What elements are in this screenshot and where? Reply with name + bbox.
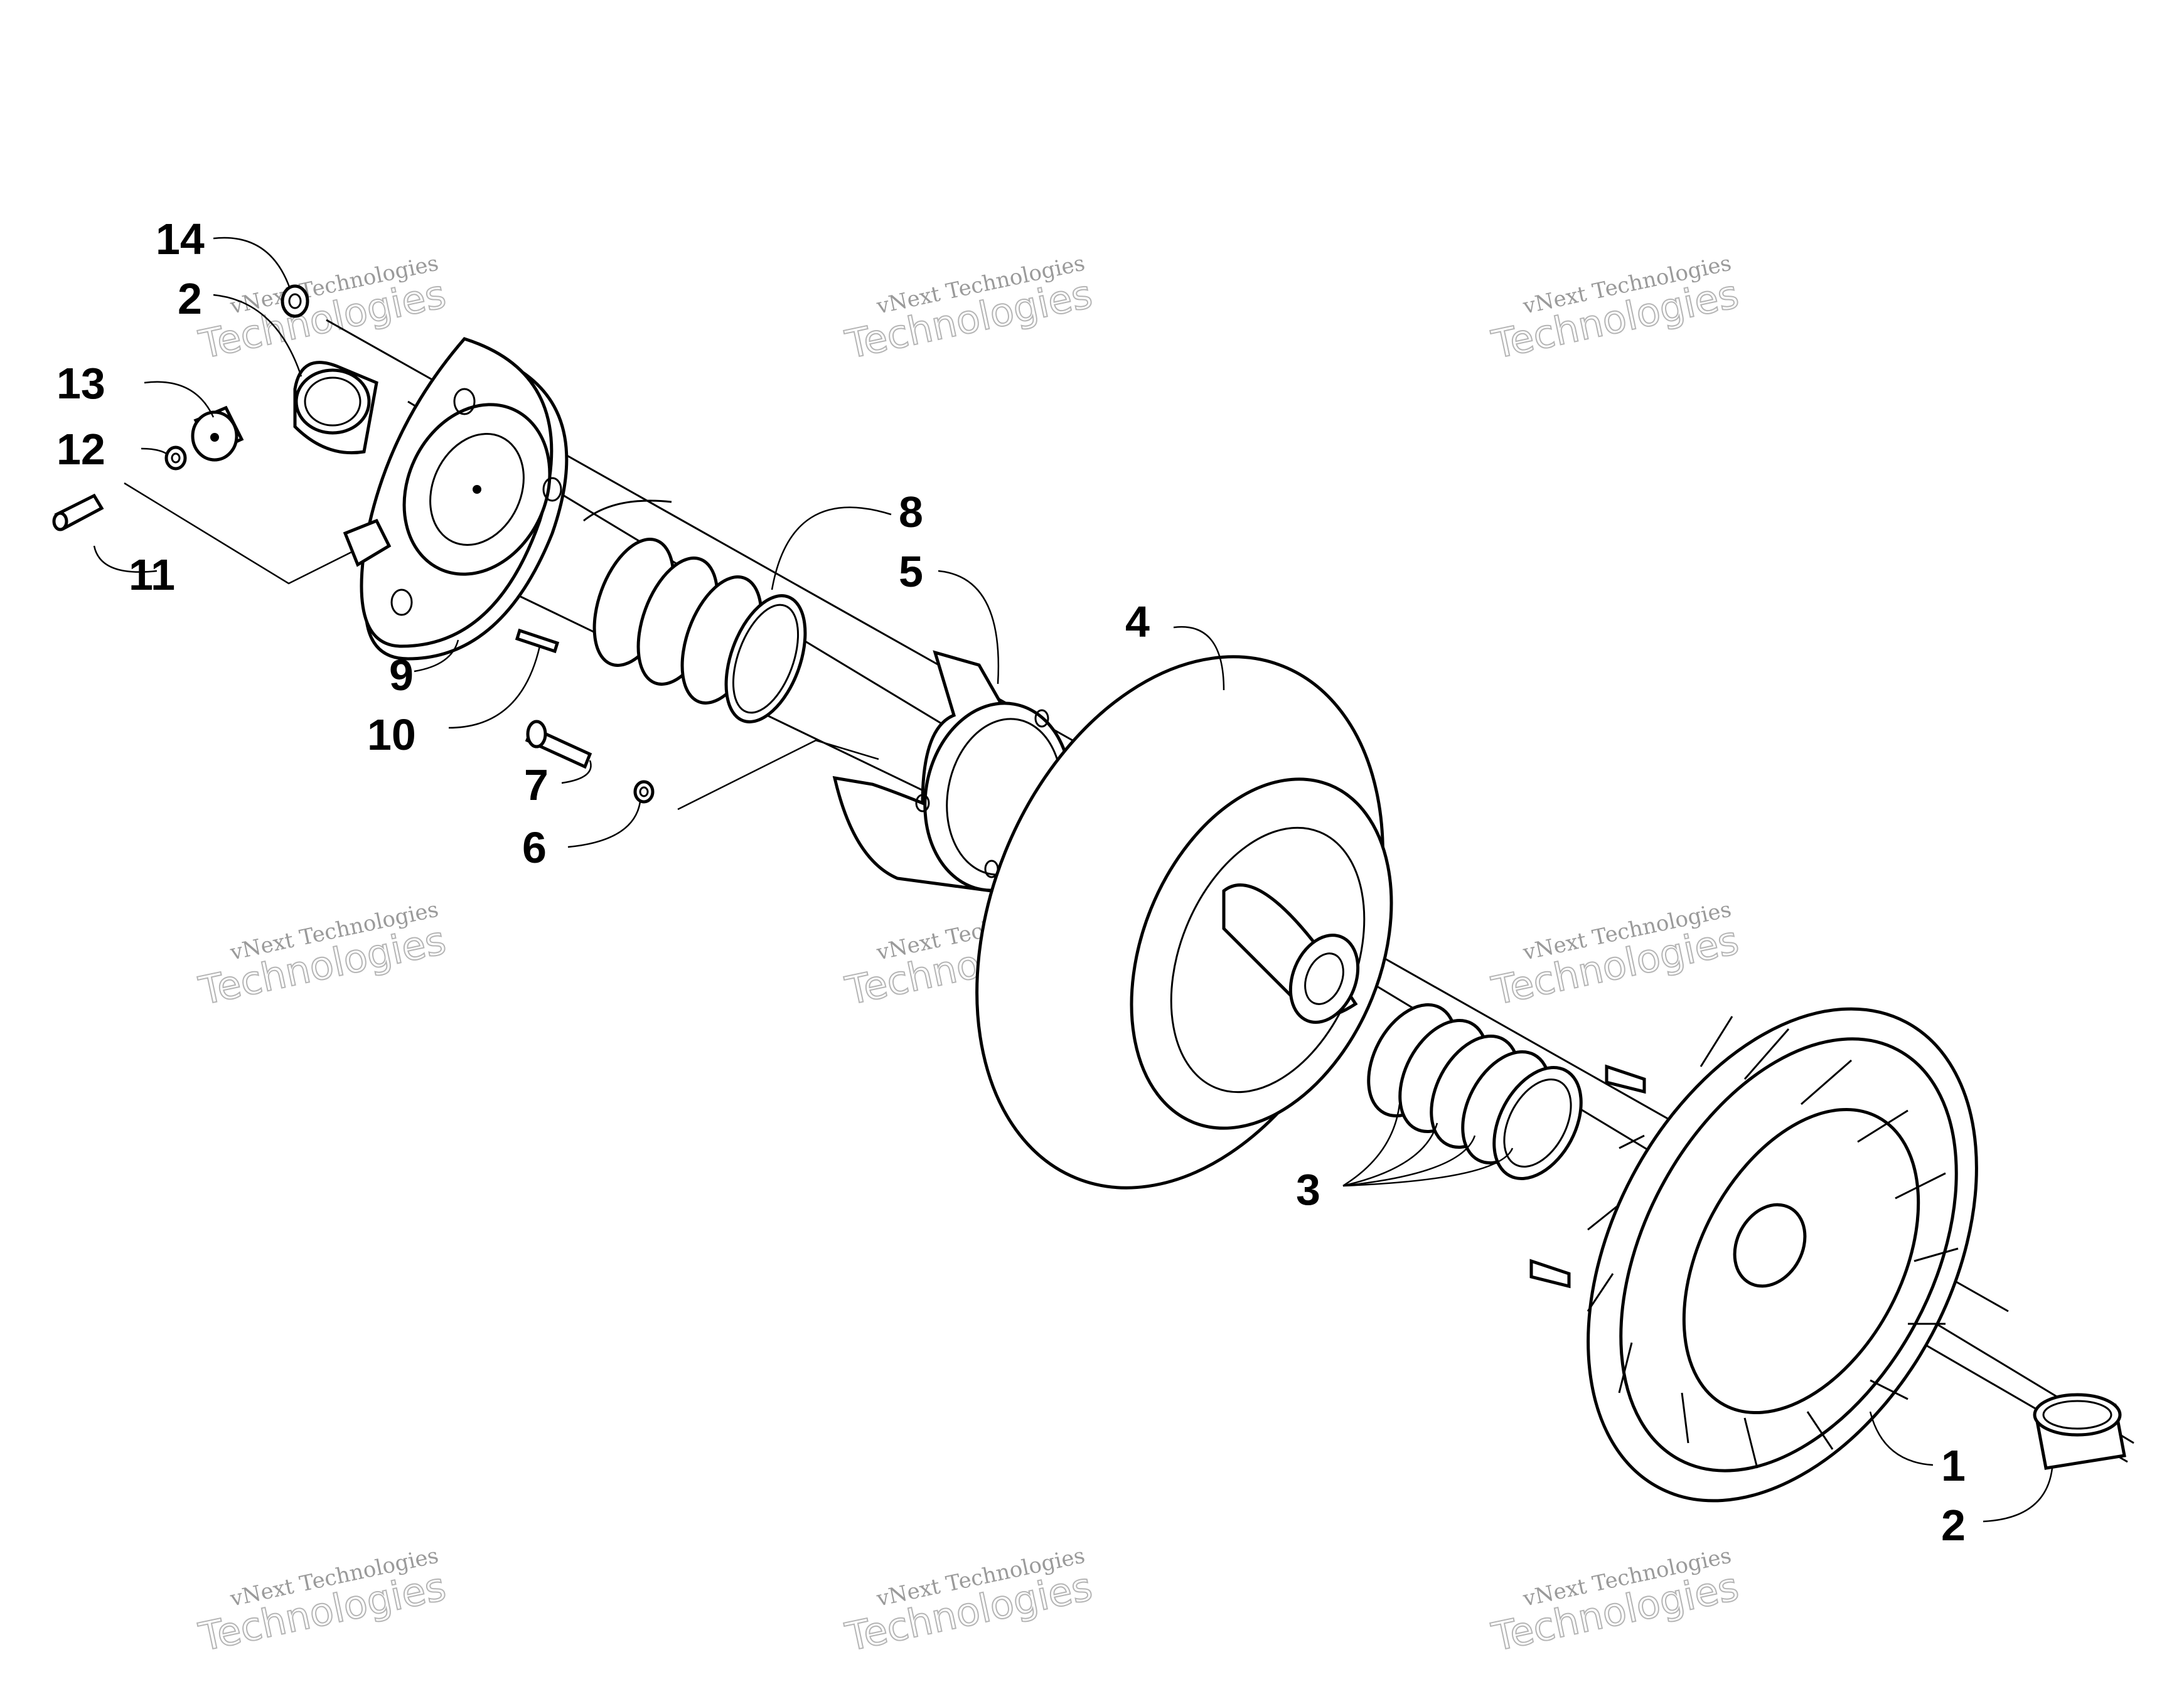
sheave-fins bbox=[1587, 1016, 1959, 1469]
part-6-washer bbox=[633, 780, 655, 804]
callout-11: 11 bbox=[129, 550, 175, 599]
callout-labels: 14 2 13 12 11 9 10 8 5 7 6 4 3 1 2 bbox=[56, 215, 1966, 1550]
watermark-tile-4: vNext Technologies Technologies bbox=[195, 897, 451, 1015]
callout-13: 13 bbox=[56, 359, 105, 408]
part-7-bolt bbox=[525, 720, 592, 769]
part-12-washer bbox=[164, 445, 187, 471]
watermark-tile-9: vNext Technologies Technologies bbox=[1487, 1543, 1743, 1661]
part-1-fixed-sheave bbox=[1529, 1007, 1978, 1503]
watermark-tile-6: vNext Technologies Technologies bbox=[1487, 897, 1743, 1015]
callout-1: 1 bbox=[1941, 1441, 1966, 1490]
callout-2-lower: 2 bbox=[1941, 1501, 1966, 1550]
part-2-bushing-upper bbox=[293, 361, 378, 455]
part-14-nut bbox=[281, 284, 309, 318]
callout-3: 3 bbox=[1296, 1165, 1320, 1214]
part-13-roller bbox=[191, 405, 244, 462]
callout-8: 8 bbox=[899, 487, 923, 536]
callout-12: 12 bbox=[56, 425, 105, 474]
part-8-spring bbox=[583, 499, 807, 723]
watermark-tile-8: vNext Technologies Technologies bbox=[841, 1543, 1097, 1661]
callout-6: 6 bbox=[522, 823, 547, 872]
leader-lines bbox=[93, 237, 2053, 1523]
part-10-pin bbox=[515, 628, 560, 654]
callout-14: 14 bbox=[156, 215, 205, 264]
watermark-tile-3: vNext Technologies Technologies bbox=[1487, 250, 1743, 368]
watermark-tile-1: vNext Technologies Technologies bbox=[195, 250, 451, 368]
part-9-cam-plate bbox=[343, 337, 569, 661]
callout-2-upper: 2 bbox=[178, 274, 202, 323]
callout-9: 9 bbox=[389, 651, 414, 700]
watermark-tile-2: vNext Technologies Technologies bbox=[841, 250, 1097, 368]
watermark-tile-7: vNext Technologies Technologies bbox=[195, 1543, 451, 1661]
part-2-bushing-lower bbox=[2033, 1393, 2126, 1470]
callout-5: 5 bbox=[899, 547, 923, 596]
callout-7: 7 bbox=[524, 760, 549, 809]
part-4-moveable-sheave bbox=[975, 655, 1393, 1190]
part-3-spring bbox=[1367, 1003, 1583, 1180]
part-11-pin bbox=[52, 493, 104, 531]
callout-10: 10 bbox=[367, 710, 416, 759]
callout-4: 4 bbox=[1125, 597, 1150, 646]
